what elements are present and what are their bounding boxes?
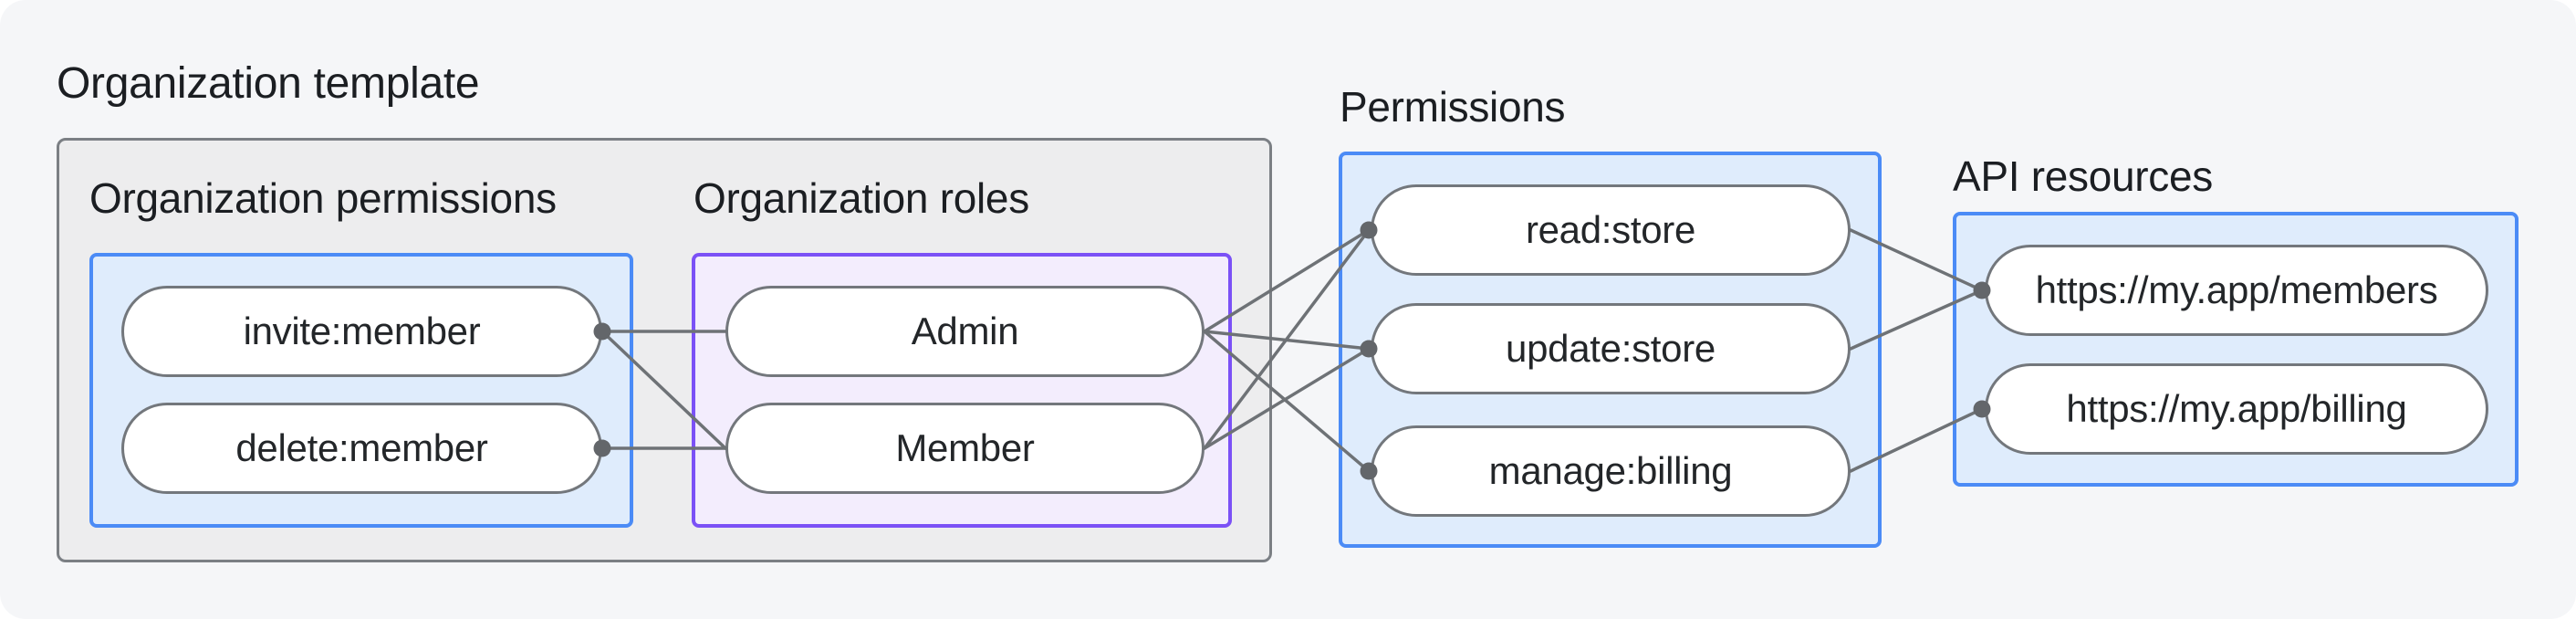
node-label: https://my.app/members	[2035, 268, 2438, 311]
node-label: manage:billing	[1488, 449, 1733, 492]
node-label: Member	[895, 426, 1035, 469]
node-label: https://my.app/billing	[2066, 387, 2407, 430]
node-label: delete:member	[235, 426, 488, 469]
permissions-heading: Permissions	[1340, 83, 1566, 131]
node-label: update:store	[1506, 327, 1716, 370]
organization-roles-heading: Organization roles	[694, 174, 1029, 222]
node-read-store: read:store	[1371, 184, 1851, 276]
node-update-store: update:store	[1371, 303, 1851, 394]
node-manage-billing: manage:billing	[1371, 425, 1851, 517]
node-delete-member: delete:member	[121, 403, 602, 494]
node-admin-role: Admin	[725, 286, 1205, 377]
node-api-billing-url: https://my.app/billing	[1985, 363, 2488, 455]
node-invite-member: invite:member	[121, 286, 602, 377]
organization-template-title: Organization template	[57, 59, 480, 108]
node-label: Admin	[911, 310, 1019, 352]
organization-permissions-heading: Organization permissions	[89, 174, 557, 222]
node-api-members-url: https://my.app/members	[1985, 245, 2488, 336]
node-label: read:store	[1525, 208, 1696, 251]
api-resources-heading: API resources	[1953, 152, 2213, 200]
node-member-role: Member	[725, 403, 1205, 494]
node-label: invite:member	[243, 310, 481, 352]
